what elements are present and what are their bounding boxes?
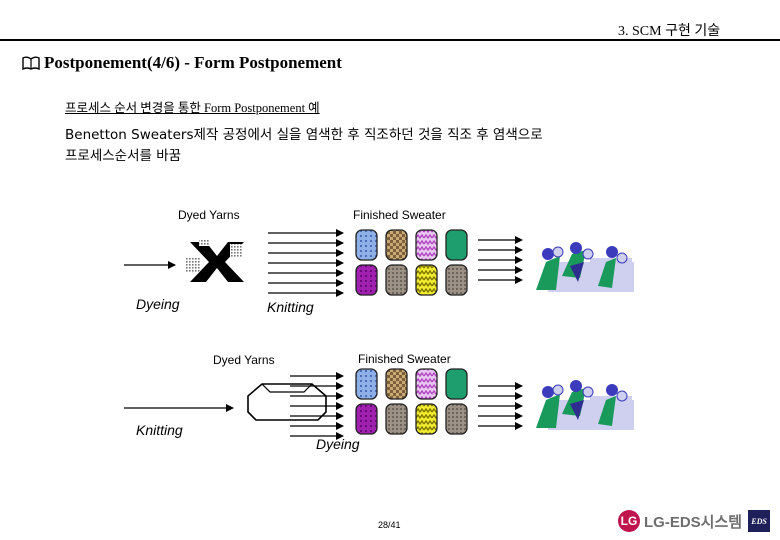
eds-badge: EDS [748,510,770,532]
lg-logo-mark: LG [618,510,640,532]
page-number: 28/41 [378,520,401,530]
plain-garment-icon [248,384,326,420]
logo-text: LG-EDS시스템 [644,511,742,532]
customers-group-2 [536,380,634,430]
lg-eds-logo: LG LG-EDS시스템 EDS [618,510,770,532]
sweater-grid-2 [356,369,467,434]
